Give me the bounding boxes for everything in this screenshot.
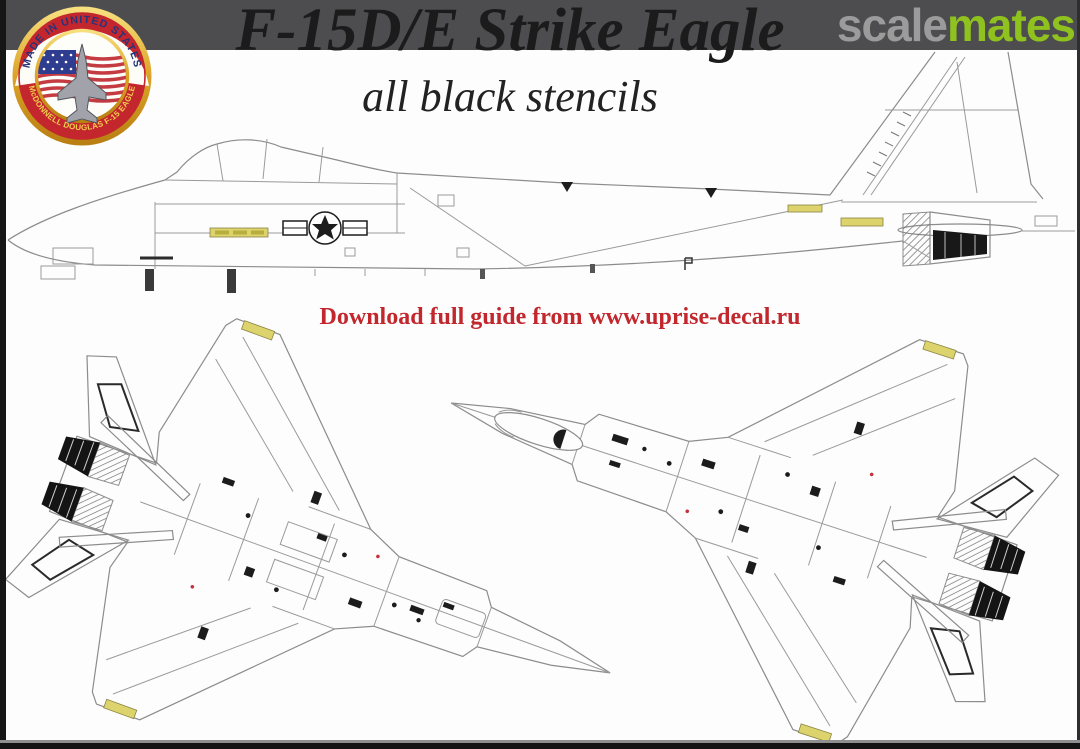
header-band	[0, 0, 1080, 50]
f15-side-profile-drawing	[7, 51, 1075, 293]
yellow-stencil-strips	[209, 204, 884, 238]
scalemates-watermark: scalemates	[836, 0, 1076, 51]
page-subtitle: all black stencils	[362, 72, 658, 121]
f15-bottom-view-drawing	[0, 273, 682, 749]
border-left	[0, 0, 6, 749]
border-right	[1077, 0, 1080, 749]
badge-jet-silhouette	[57, 43, 107, 124]
watermark-mates: mates	[947, 0, 1076, 51]
watermark-scale: scale	[836, 0, 948, 51]
border-bottom-shade	[0, 740, 1080, 743]
f15-top-view-drawing	[386, 206, 1080, 749]
star-insignia	[282, 211, 368, 245]
download-notice: Download full guide from www.uprise-deca…	[319, 304, 801, 330]
border-bottom	[0, 743, 1080, 749]
page-title: F-15D/E Strike Eagle	[235, 0, 785, 64]
maker-badge: MADE IN UNITED STATES McDONNELL DOUGLAS …	[12, 6, 152, 146]
